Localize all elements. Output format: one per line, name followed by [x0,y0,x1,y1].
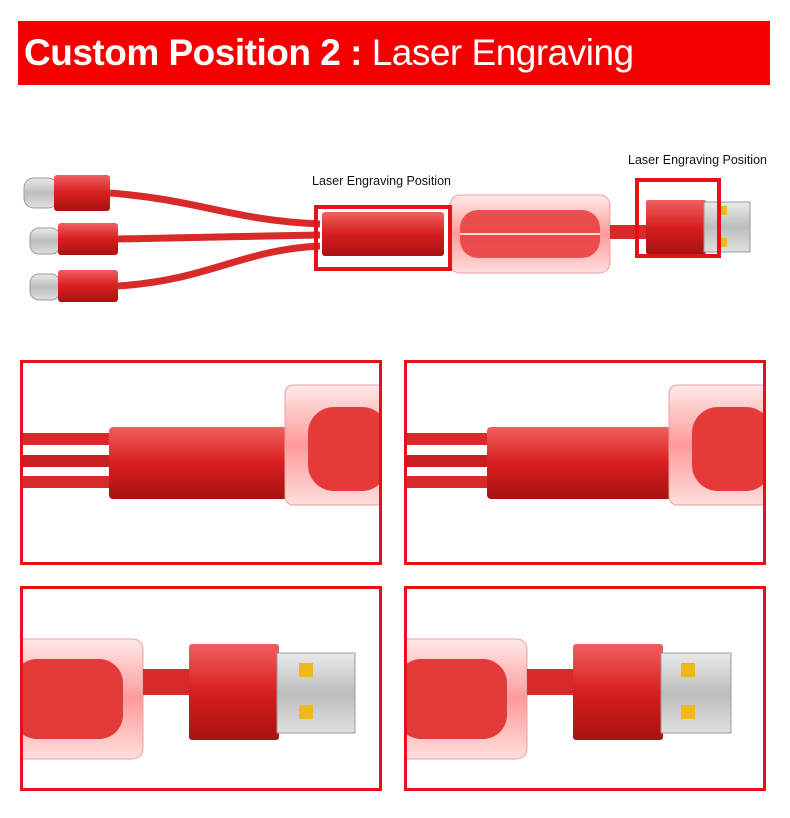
middle-sleeve-closeup [407,384,763,506]
detail-middle-a [20,360,382,565]
detail-middle-b [404,360,766,565]
usb-c-connector-top [23,175,110,211]
title-light: Laser Engraving [371,32,634,73]
engraving-frame-middle [314,205,452,271]
usb-head-closeup [23,638,356,760]
middle-sleeve-closeup [23,384,379,506]
usb-c-connector-bottom [29,270,118,302]
engraving-frame-right [635,178,721,258]
page-title: Custom Position 2 : Laser Engraving [24,31,634,75]
cable-product-image [23,175,751,302]
engraving-label-right: Laser Engraving Position [628,153,767,167]
detail-usb-b [404,586,766,791]
engraving-label-middle: Laser Engraving Position [312,174,451,188]
detail-usb-a [20,586,382,791]
usb-c-connector-middle [29,223,118,255]
usb-head-closeup [407,638,732,760]
title-banner: Custom Position 2 : Laser Engraving [18,21,770,85]
title-bold: Custom Position 2 : [24,32,362,73]
